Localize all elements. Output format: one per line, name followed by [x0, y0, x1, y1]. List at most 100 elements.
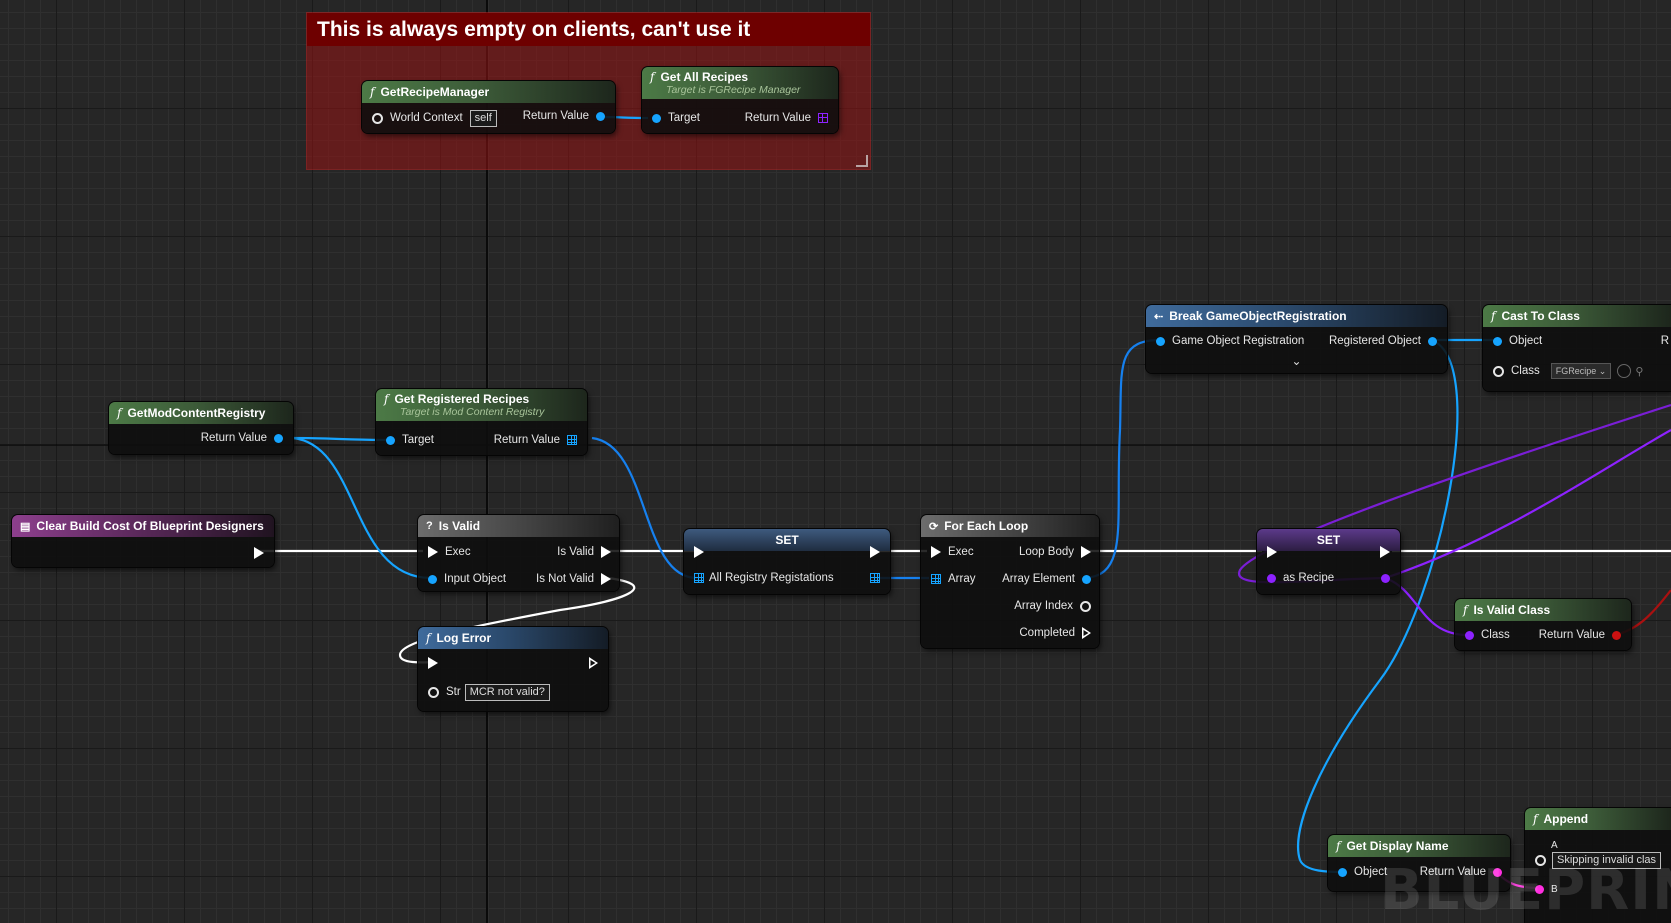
array-index-pin[interactable] [1080, 600, 1091, 612]
array-return-pin[interactable] [567, 435, 577, 445]
node-title: Get All Recipes [660, 70, 749, 84]
is-not-valid-exec-pin[interactable] [601, 573, 611, 585]
exec-out-pin[interactable] [254, 547, 264, 559]
class-wire [1384, 429, 1671, 580]
target-pin[interactable] [652, 113, 661, 123]
function-icon: f [370, 85, 375, 99]
return-value-pin[interactable] [274, 433, 283, 443]
array-in-pin[interactable] [694, 573, 704, 583]
array-return-pin[interactable] [818, 113, 828, 123]
node-set-recipe[interactable]: SET as Recipe [1257, 529, 1400, 594]
pin-label: World Context [390, 112, 463, 124]
recipe-in-pin[interactable] [1267, 573, 1276, 583]
str-input[interactable]: MCR not valid? [464, 683, 550, 701]
break-struct-icon: ⇠ [1154, 310, 1164, 323]
node-get-mod-content-registry[interactable]: f GetModContentRegistry Return Value [109, 402, 293, 454]
pin-label: Return Value [522, 110, 589, 122]
node-title: SET [684, 529, 890, 551]
function-icon: f [117, 406, 122, 420]
node-title: SET [1257, 529, 1400, 551]
world-context-pin[interactable] [372, 112, 383, 124]
function-icon: f [384, 392, 389, 406]
exec-in-pin[interactable] [428, 546, 438, 558]
exec-out-pin[interactable] [589, 657, 598, 669]
function-icon: f [1336, 839, 1341, 853]
expand-chevron-icon[interactable]: ⌄ [1291, 354, 1302, 368]
a-pin[interactable] [1535, 854, 1546, 866]
comment-resize-handle[interactable] [856, 155, 868, 167]
search-icon[interactable]: ⚲ [1635, 365, 1644, 378]
node-title: Append [1543, 812, 1589, 826]
class-in-pin[interactable] [1465, 630, 1474, 640]
node-get-all-recipes[interactable]: f Get All Recipes Target is FGRecipe Mana… [642, 67, 838, 133]
function-icon: f [1463, 603, 1468, 617]
graph-axis-horizontal [0, 444, 1671, 446]
exec-in-pin[interactable] [931, 546, 941, 558]
node-title: Break GameObjectRegistration [1169, 309, 1347, 323]
node-clear-build-cost[interactable]: ▤Clear Build Cost Of Blueprint Designers [12, 515, 274, 567]
class-dropdown[interactable]: FGRecipe ⌄ [1550, 363, 1612, 379]
a-input[interactable]: Skipping invalid clas [1552, 851, 1662, 869]
node-for-each-loop[interactable]: ⟳For Each Loop Exec Loop Body Array Arra… [921, 515, 1099, 648]
pin-label: Return Value [744, 112, 811, 124]
loop-icon: ⟳ [929, 520, 939, 533]
exec-out-pin[interactable] [1380, 546, 1390, 558]
node-title: Clear Build Cost Of Blueprint Designers [36, 519, 264, 533]
node-is-valid[interactable]: ?Is Valid Exec Is Valid Input Object Is … [418, 515, 619, 591]
exec-in-pin[interactable] [1267, 546, 1277, 558]
node-title: For Each Loop [944, 519, 1029, 533]
pin-label: R [1660, 335, 1669, 347]
function-icon: f [1533, 812, 1538, 826]
return-value-pin[interactable] [1493, 867, 1502, 877]
pin-label: Return Value [200, 432, 267, 444]
registered-object-pin[interactable] [1428, 336, 1437, 346]
class-pin[interactable] [1493, 365, 1504, 377]
pin-label: Input Object [444, 573, 507, 585]
node-set-registrations[interactable]: SET All Registry Registations [684, 529, 890, 594]
return-value-pin[interactable] [596, 111, 605, 121]
b-pin[interactable] [1535, 884, 1544, 894]
pin-label: Is Not Valid [536, 573, 594, 585]
world-context-input[interactable]: self [469, 109, 497, 127]
pin-label: as Recipe [1283, 572, 1335, 584]
return-value-pin[interactable] [1612, 630, 1621, 640]
str-pin[interactable] [428, 686, 439, 698]
use-selected-icon[interactable] [1617, 364, 1632, 378]
pin-label: Loop Body [1019, 546, 1074, 558]
recipe-out-pin[interactable] [1381, 573, 1390, 583]
pin-label: B [1551, 883, 1558, 895]
graph-axis-vertical [486, 0, 488, 923]
node-break-registration[interactable]: ⇠Break GameObjectRegistration Game Objec… [1146, 305, 1447, 373]
pin-label: Object [1509, 335, 1543, 347]
input-object-pin[interactable] [428, 574, 437, 584]
blueprint-watermark: BLUEPRINT [1380, 858, 1671, 923]
registration-in-pin[interactable] [1156, 336, 1165, 346]
completed-pin[interactable] [1082, 627, 1091, 639]
object-wire [1084, 338, 1161, 580]
array-element-pin[interactable] [1082, 574, 1091, 584]
object-pin[interactable] [1493, 336, 1502, 346]
node-subtitle: Target is FGRecipe Manager [666, 84, 801, 96]
exec-in-pin[interactable] [428, 657, 438, 669]
object-pin[interactable] [1338, 867, 1347, 877]
target-pin[interactable] [386, 435, 395, 445]
comment-title[interactable]: This is always empty on clients, can't u… [307, 13, 870, 46]
exec-out-pin[interactable] [870, 546, 880, 558]
pin-label: Object [1354, 866, 1388, 878]
is-valid-exec-pin[interactable] [601, 546, 611, 558]
array-in-pin[interactable] [931, 574, 941, 584]
array-out-pin[interactable] [870, 573, 880, 583]
function-icon: f [650, 70, 655, 84]
node-title: Get Display Name [1346, 839, 1449, 853]
node-title: GetModContentRegistry [127, 406, 266, 420]
pin-label: Target [668, 112, 700, 124]
exec-in-pin[interactable] [694, 546, 704, 558]
loop-body-pin[interactable] [1081, 546, 1091, 558]
